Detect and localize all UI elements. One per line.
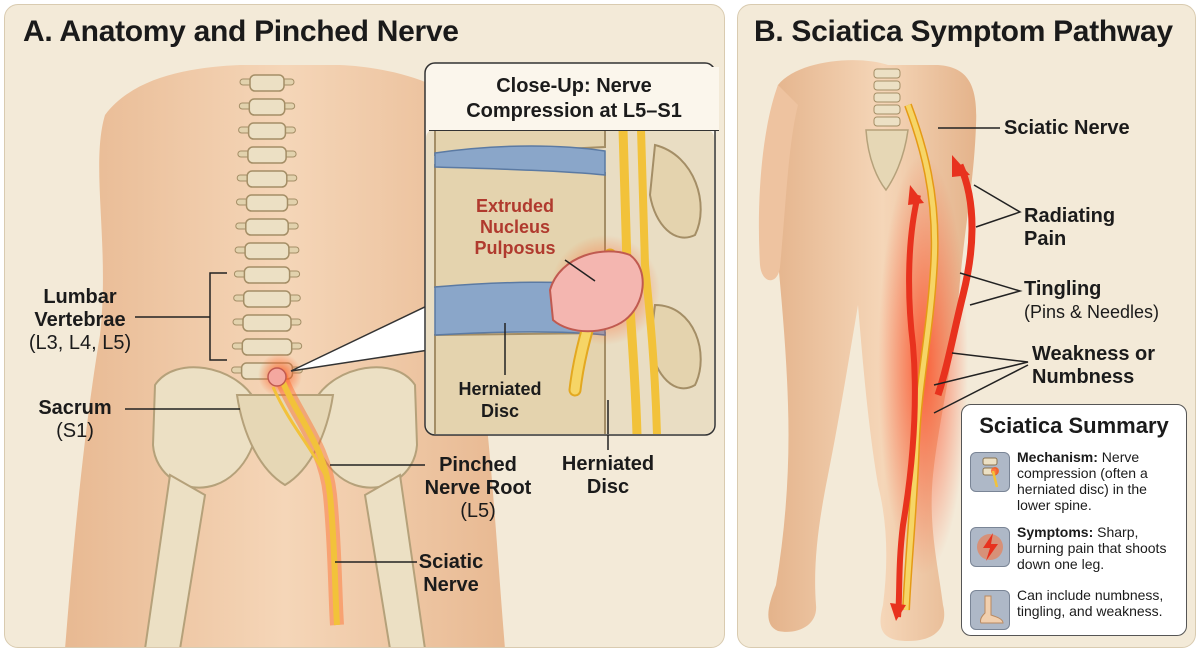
lumbar-line3: (L3, L4, L5)	[28, 332, 132, 354]
nerve-root-branch	[271, 386, 327, 476]
spine-b	[873, 68, 901, 127]
leg-illustration	[758, 60, 1029, 642]
panel-a-title: A. Anatomy and Pinched Nerve	[23, 15, 459, 48]
summary-text-3: Can include numbness, tingling, and weak…	[1017, 587, 1182, 619]
sacrum-bone	[235, 394, 335, 487]
tingling-line1: Tingling	[1024, 278, 1102, 300]
closeup-title-line1: Close-Up: Nerve	[496, 75, 652, 97]
vertebra-b	[873, 104, 901, 115]
label-herniated-disc-inner: Herniated Disc	[445, 378, 555, 422]
vertebra	[247, 122, 287, 140]
panel-anatomy: A. Anatomy and Pinched Nerve Close-Up: N…	[4, 4, 725, 648]
vertebra	[249, 74, 285, 92]
summary-text-1: Mechanism: Nerve compression (often a he…	[1017, 449, 1182, 513]
label-pinched-nerve-root: Pinched Nerve Root (L5)	[423, 454, 533, 523]
closeup-illustration	[426, 129, 714, 434]
summary-bold-1: Mechanism:	[1017, 449, 1098, 465]
pain-arrowhead-3	[890, 603, 906, 621]
herniated-outer-line1: Herniated	[561, 453, 655, 475]
anatomy-illustration	[65, 62, 716, 647]
weakness-line2: Numbness	[1032, 366, 1135, 388]
arm	[758, 85, 798, 281]
vertebra-b	[873, 80, 901, 91]
vertebra	[241, 338, 293, 356]
extruded-line2: Nucleus	[479, 217, 551, 237]
vertebra	[247, 146, 287, 164]
radiating-leader	[973, 184, 1022, 228]
sciatic-a-line2: Nerve	[423, 574, 479, 596]
summary-title: Sciatica Summary	[979, 413, 1169, 438]
pain-arrow-2	[895, 194, 921, 618]
vertebra	[244, 242, 290, 260]
herniated-inner-line2: Disc	[480, 401, 520, 421]
sciatic-nerve-a	[277, 373, 340, 626]
tingling-leader	[959, 272, 1023, 306]
vertebra	[248, 98, 286, 116]
extruded-line3: Pulposus	[474, 238, 556, 258]
label-extruded-nucleus: Extruded Nucleus Pulposus	[460, 196, 570, 259]
pinched-line2: Nerve Root	[424, 477, 532, 499]
vertebra-b	[873, 68, 901, 79]
foot-icon	[970, 590, 1010, 630]
summary-body-3: Can include numbness, tingling, and weak…	[1017, 587, 1164, 619]
sacrum-line1: Sacrum	[38, 397, 112, 419]
summary-bold-2: Symptoms:	[1017, 524, 1094, 540]
lightning-pain-icon	[970, 527, 1010, 567]
left-femur	[144, 473, 207, 647]
vertebra	[246, 170, 288, 188]
vertebra	[245, 218, 289, 236]
weakness-line1: Weakness or	[1032, 343, 1156, 365]
extruded-line1: Extruded	[475, 196, 554, 216]
herniated-inner-line1: Herniated	[458, 379, 542, 399]
pinched-line1: Pinched	[439, 454, 517, 476]
sciatic-a-line1: Sciatic	[418, 551, 484, 573]
sacrum-b	[865, 129, 909, 192]
weakness-leader-2	[933, 364, 1029, 414]
lumbar-line2: Vertebrae	[34, 309, 126, 331]
label-radiating-pain: Radiating Pain	[1024, 205, 1115, 251]
weakness-leader	[933, 352, 1029, 386]
herniated-outer-line2: Disc	[586, 476, 630, 498]
closeup-title-line2: Compression at L5–S1	[466, 100, 682, 122]
radiating-line1: Radiating	[1024, 205, 1116, 227]
label-sacrum: Sacrum (S1)	[25, 397, 125, 443]
sacrum-line2: (S1)	[56, 420, 94, 442]
right-femur	[363, 473, 426, 647]
pinched-root-marker	[267, 367, 287, 387]
sciatic-nerve-b	[903, 104, 938, 611]
label-sciatic-nerve-b: Sciatic Nerve	[1004, 117, 1130, 139]
summary-body-1: Nerve compression (often a herniated dis…	[1017, 449, 1148, 513]
label-lumbar-vertebrae: Lumbar Vertebrae (L3, L4, L5)	[25, 286, 135, 355]
summary-text-2: Symptoms: Sharp, burning pain that shoot…	[1017, 524, 1182, 572]
vertebra	[243, 266, 291, 284]
pinched-line3: (L5)	[460, 500, 496, 522]
label-tingling: Tingling (Pins & Needles)	[1024, 278, 1159, 324]
vertebra-b	[873, 116, 901, 127]
vertebra	[242, 290, 292, 308]
spine-nerve-icon	[970, 452, 1010, 492]
label-weakness: Weakness or Numbness	[1032, 343, 1155, 389]
sciatica-summary-box: Sciatica Summary Mechanism: Nerve compre…	[961, 404, 1187, 636]
tingling-line2: (Pins & Needles)	[1024, 302, 1160, 322]
radiating-line2: Pain	[1024, 228, 1067, 250]
vertebra	[242, 314, 292, 332]
summary-body-2: Sharp, burning pain that shoots down one…	[1017, 524, 1167, 572]
pain-arrow-1	[934, 163, 976, 397]
pain-arrowhead-1	[952, 155, 970, 177]
pain-arrowhead-2	[908, 185, 924, 205]
lumbar-line1: Lumbar	[43, 286, 117, 308]
closeup-title: Close-Up: Nerve Compression at L5–S1	[429, 67, 719, 131]
panel-b-title: B. Sciatica Symptom Pathway	[754, 15, 1173, 48]
label-herniated-disc-outer: Herniated Disc	[553, 453, 663, 499]
vertebra-b	[873, 92, 901, 103]
vertebra	[245, 194, 289, 212]
label-sciatic-nerve-a: Sciatic Nerve	[411, 551, 491, 597]
